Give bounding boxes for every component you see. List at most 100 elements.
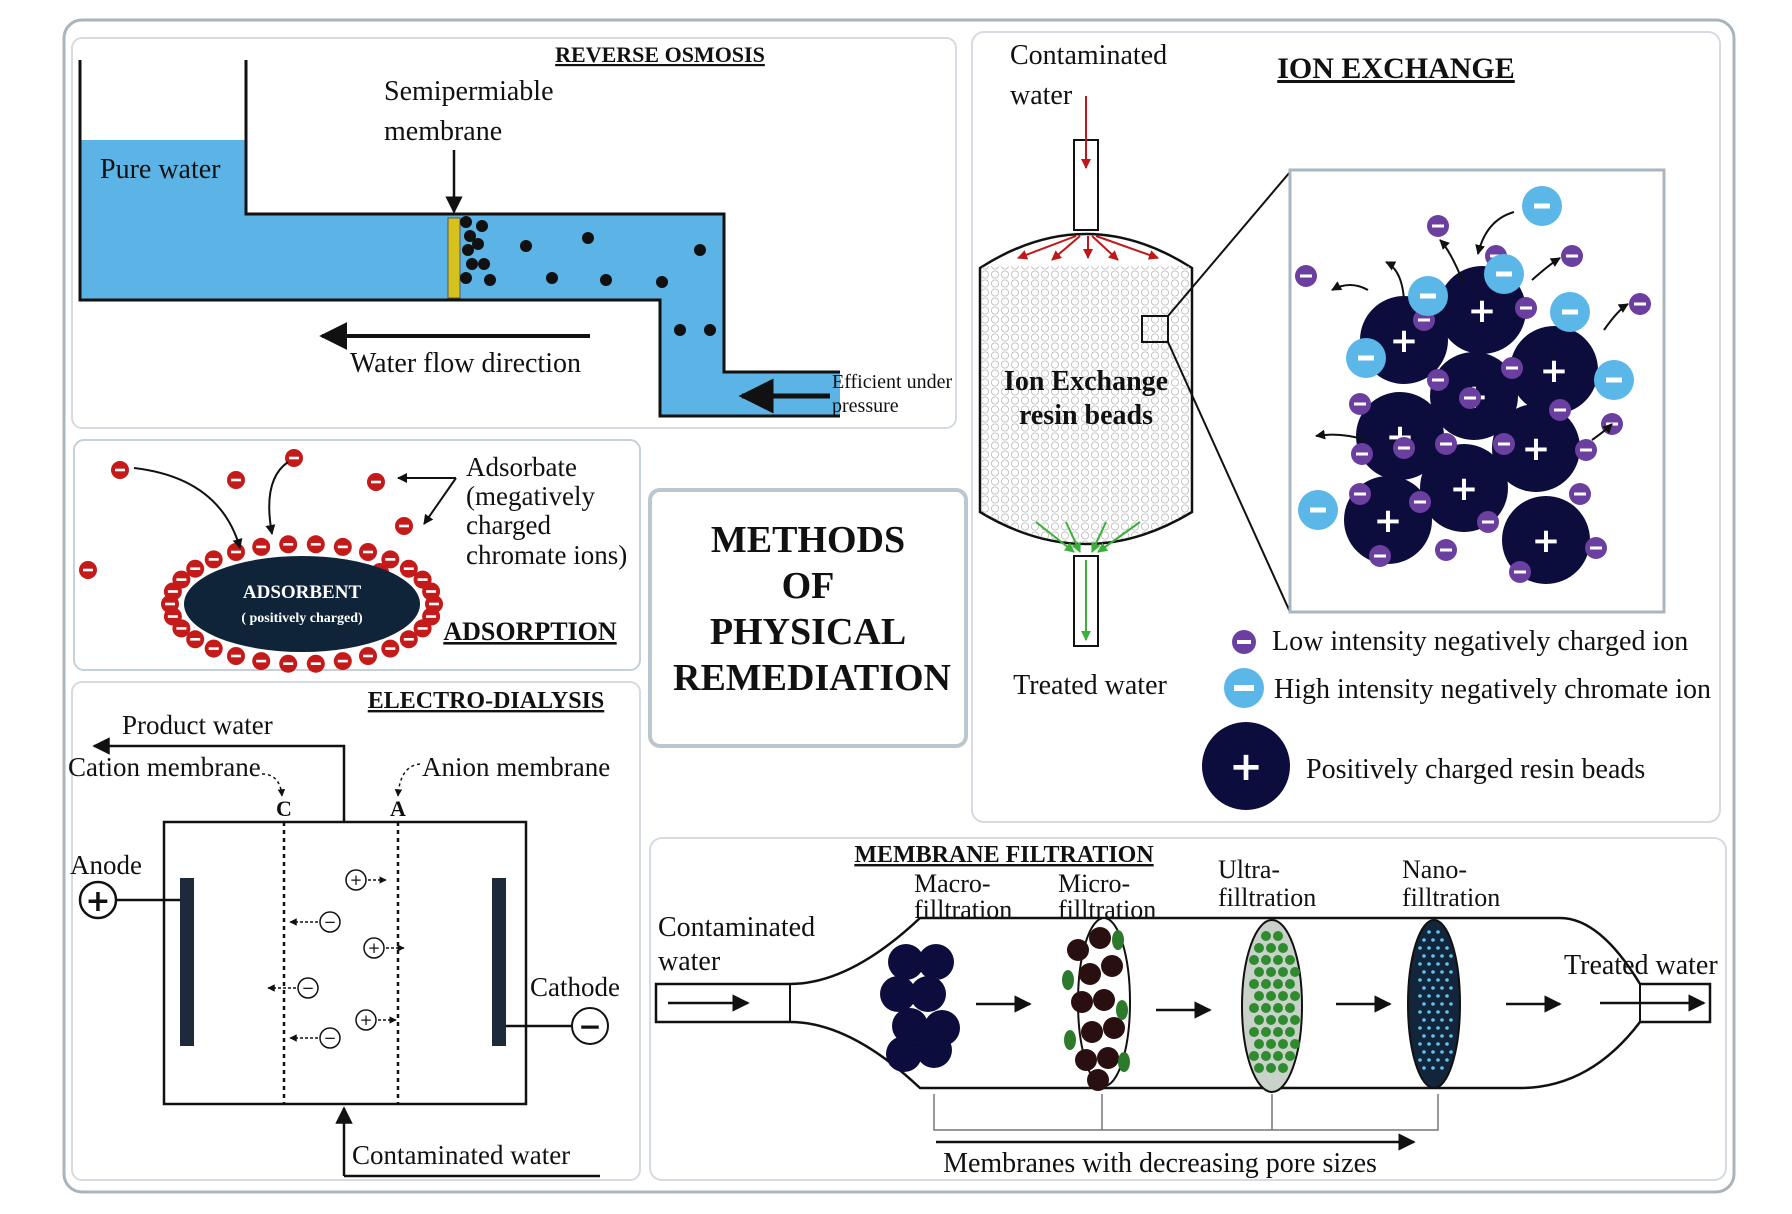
outer-frame bbox=[62, 18, 1736, 1194]
adsorption-arrows bbox=[133, 461, 457, 549]
ion-exchange-arrow bbox=[1331, 281, 1369, 291]
ed-cation: Cation membrane bbox=[68, 752, 261, 782]
mf-inlet-1: Contaminated bbox=[658, 912, 815, 943]
svg-text:−: − bbox=[324, 1029, 337, 1047]
cathode-terminal bbox=[571, 1007, 609, 1045]
ro-dot bbox=[484, 274, 496, 286]
ro-dot bbox=[460, 216, 472, 228]
adsorbate-ion bbox=[381, 639, 400, 658]
cathode-minus: − bbox=[578, 1010, 601, 1043]
adsorbate-ion bbox=[306, 654, 325, 673]
ro-membrane-label-1: Semipermiable bbox=[384, 76, 554, 107]
cation-ion: + bbox=[363, 937, 405, 959]
mf-micro-1: Micro- bbox=[1058, 869, 1130, 898]
adsorbate-ion bbox=[279, 654, 298, 673]
adsorbate-ion bbox=[252, 537, 271, 556]
low-intensity-ion bbox=[1575, 439, 1597, 461]
ed-title: ELECTRO-DIALYSIS bbox=[368, 688, 605, 714]
adsorbate-ion bbox=[367, 473, 385, 491]
adsorbate-ion bbox=[172, 570, 191, 589]
ix-title: ION EXCHANGE bbox=[1277, 52, 1515, 85]
mf-inlet-2: water bbox=[658, 946, 721, 977]
ix-panel bbox=[971, 31, 1721, 823]
adsorbate-ion bbox=[279, 535, 298, 554]
ed-anion-pointer bbox=[394, 763, 421, 797]
anode-plate bbox=[180, 878, 194, 1046]
ro-membrane-label-2: membrane bbox=[384, 116, 502, 147]
ion-exchange-arrow bbox=[1531, 257, 1561, 281]
ro-dot bbox=[466, 258, 478, 270]
low-intensity-ion bbox=[1295, 265, 1317, 287]
adsorbate-ion bbox=[111, 461, 129, 479]
mf-pore-sizes: Membranes with decreasing pore sizes bbox=[943, 1148, 1377, 1179]
adsorbate-ion bbox=[399, 559, 418, 578]
ultra-filtration-membrane bbox=[1241, 919, 1303, 1093]
membrane-filtration: MEMBRANE FILTRATION Contaminated water T… bbox=[654, 842, 1718, 1179]
ix-resin-label-2: resin beads bbox=[1019, 400, 1153, 431]
micro-filtration-membrane bbox=[1062, 917, 1131, 1091]
adsorbate-ion bbox=[227, 543, 245, 561]
adsorption: ADSORBENT ( positively charged) Adsorbat… bbox=[79, 449, 627, 673]
adsorbate-ion bbox=[204, 639, 223, 658]
ro-dot bbox=[546, 272, 558, 284]
ix-inlet-1: Contaminated bbox=[1010, 40, 1167, 71]
ro-dot bbox=[656, 276, 668, 288]
adsorbate-ion bbox=[413, 619, 432, 638]
anode-terminal bbox=[78, 880, 118, 920]
adsorbate-ion bbox=[252, 652, 271, 671]
adsorbate-ion bbox=[186, 559, 205, 578]
low-intensity-ion bbox=[1569, 483, 1591, 505]
ed-a-letter: A bbox=[390, 796, 406, 821]
low-intensity-ion bbox=[1349, 483, 1371, 505]
bead-plus-sign: + bbox=[1468, 291, 1497, 331]
ion-exchange-arrow bbox=[1603, 303, 1629, 331]
adsorbent-label: ADSORBENT bbox=[243, 582, 362, 603]
ix-green-collection-arrows bbox=[1035, 521, 1141, 641]
adsorbate-ion bbox=[395, 517, 413, 535]
low-intensity-ion bbox=[1427, 215, 1449, 237]
ion-exchange-arrow bbox=[1475, 211, 1515, 255]
low-intensity-ion bbox=[1549, 399, 1571, 421]
adsorbate-ion bbox=[359, 647, 377, 665]
adsorbate-ion bbox=[204, 550, 223, 569]
mf-ultra-2: filltration bbox=[1218, 883, 1316, 912]
ix-red-distribution-arrows bbox=[1017, 235, 1159, 261]
nano-filtration-membrane bbox=[1407, 919, 1461, 1089]
adsorbate-1: Adsorbate bbox=[466, 452, 577, 482]
ed-cation-pointer bbox=[261, 773, 286, 797]
ro-vessel-outline bbox=[78, 60, 840, 418]
adsorbate-ion bbox=[399, 630, 418, 649]
mf-panel bbox=[649, 837, 1727, 1181]
ion-exchange-arrow bbox=[1591, 423, 1613, 441]
adsorbate-4: chromate ions) bbox=[466, 540, 627, 570]
low-intensity-ion bbox=[1459, 387, 1481, 409]
legend-low-text: Low intensity negatively charged ion bbox=[1272, 626, 1688, 657]
adsorbate-2: (megatively bbox=[466, 481, 595, 511]
ed-anion: Anion membrane bbox=[422, 752, 610, 782]
resin-bead: + bbox=[1420, 444, 1508, 532]
ed-product-arrow bbox=[92, 737, 346, 822]
ix-resin-label-1: Ion Exchange bbox=[1004, 366, 1168, 397]
ro-dot bbox=[694, 244, 706, 256]
ro-dot bbox=[462, 244, 474, 256]
ro-dot bbox=[704, 324, 716, 336]
adsorption-title: ADSORPTION bbox=[443, 617, 617, 646]
adsorbate-ion bbox=[227, 647, 245, 665]
low-intensity-ion bbox=[1349, 393, 1371, 415]
anion-ion: − bbox=[289, 911, 341, 933]
reverse-osmosis: REVERSE OSMOSIS Pure water Semipermiable… bbox=[78, 42, 952, 418]
ed-c-letter: C bbox=[276, 796, 292, 821]
mf-macro-1: Macro- bbox=[914, 869, 991, 898]
cathode-plate bbox=[492, 878, 506, 1046]
mf-title: MEMBRANE FILTRATION bbox=[854, 842, 1154, 868]
low-intensity-ion bbox=[1515, 297, 1537, 319]
low-intensity-ion bbox=[1561, 245, 1583, 267]
center-line-3: PHYSICAL bbox=[710, 611, 906, 653]
anion-ion: − bbox=[267, 977, 319, 999]
ro-pressure-2: pressure bbox=[832, 395, 899, 417]
low-intensity-ion bbox=[1509, 561, 1531, 583]
svg-text:−: − bbox=[324, 913, 337, 931]
anode-plus: + bbox=[85, 884, 110, 919]
ion-exchange-arrow bbox=[1385, 261, 1405, 301]
